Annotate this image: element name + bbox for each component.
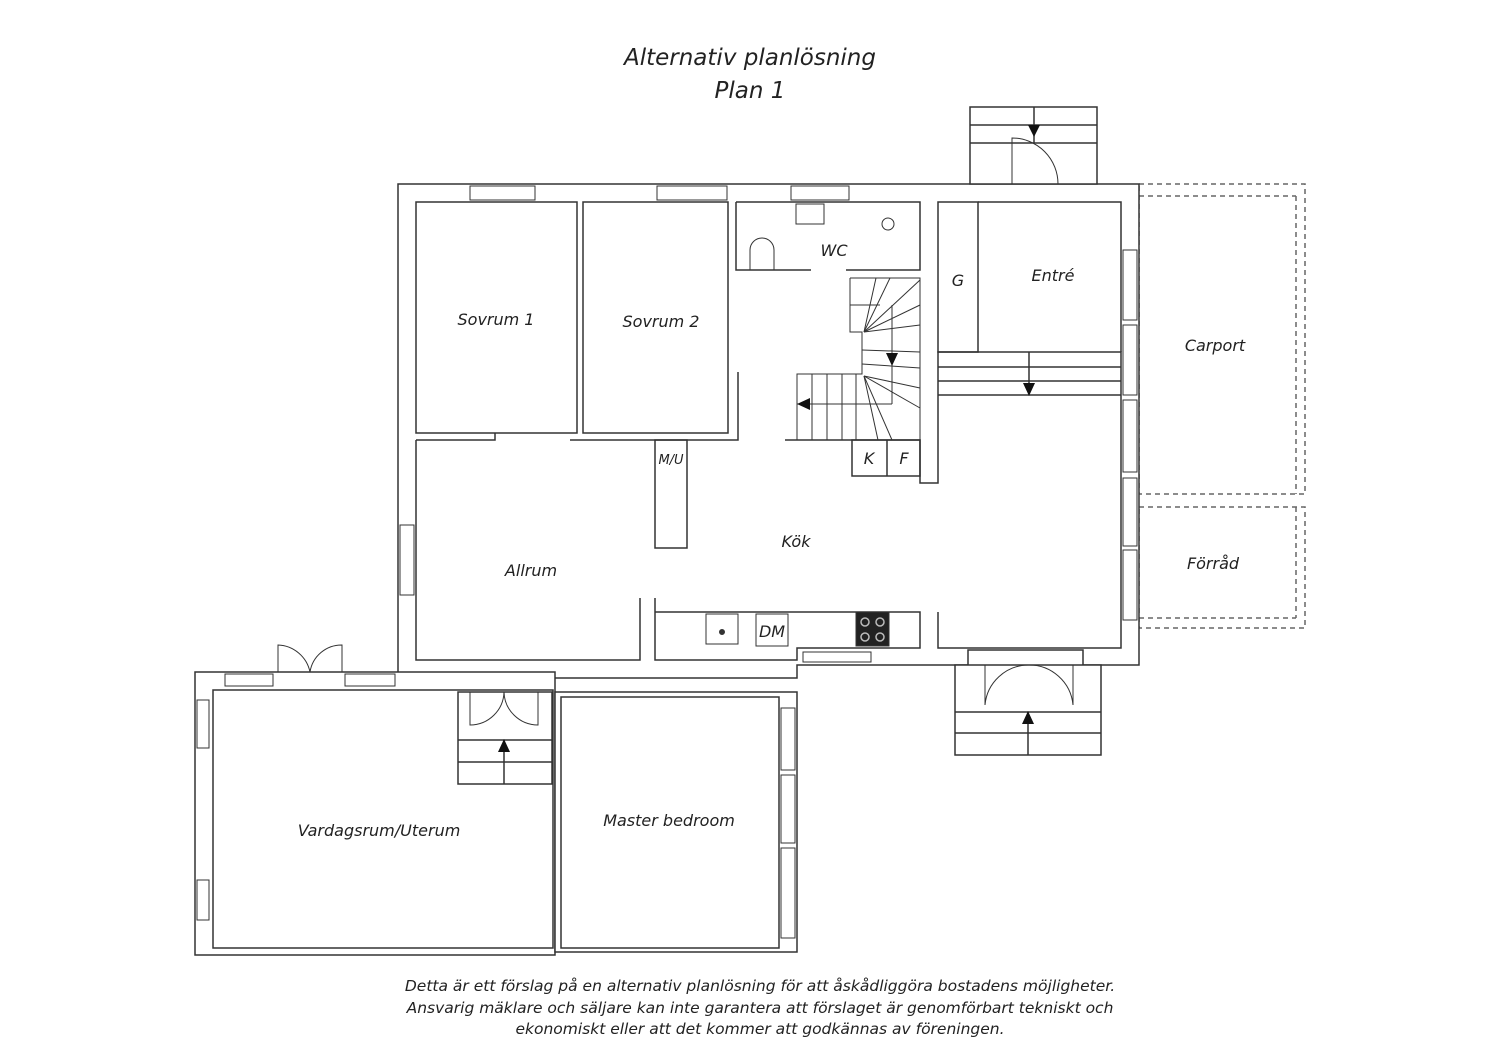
doors [277, 137, 1074, 726]
disclaimer-line: Ansvarig mäklare och säljare kan inte ga… [406, 998, 1114, 1017]
label-k: K [864, 449, 876, 468]
disclaimer: Detta är ett förslag på en alternativ pl… [300, 976, 1220, 1041]
label-dm: DM [759, 622, 785, 641]
label-f: F [899, 449, 909, 468]
label-vardagsrum: Vardagsrum/Uterum [298, 821, 461, 840]
kitchen-sink-icon [705, 613, 739, 645]
stove-icon [855, 611, 890, 647]
direction-arrows [498, 125, 1040, 752]
dishwasher [755, 613, 789, 647]
label-g: G [952, 271, 964, 290]
sink-icon [795, 203, 825, 225]
arrow-down-icon [1023, 383, 1035, 396]
arrow-down-icon [1028, 125, 1040, 137]
label-carport: Carport [1185, 336, 1246, 355]
disclaimer-line: Detta är ett förslag på en alternativ pl… [404, 977, 1116, 995]
label-entre: Entré [1032, 266, 1075, 285]
label-wc: WC [821, 241, 849, 260]
windows [196, 185, 1138, 949]
shower-icon [881, 217, 895, 231]
plan-title: Alternativ planlösning [623, 45, 876, 71]
arrow-left-icon [797, 398, 810, 410]
disclaimer-line: ekonomiskt eller att det kommer att godk… [515, 1020, 1005, 1038]
plan-subtitle: Plan 1 [714, 78, 786, 104]
room-vardagsrum [212, 689, 554, 949]
label-forrad: Förråd [1187, 554, 1240, 573]
room-sovrum2 [582, 201, 729, 434]
steps-back [457, 691, 553, 785]
label-allrum: Allrum [504, 561, 557, 580]
label-master-bedroom: Master bedroom [603, 811, 735, 830]
room-sovrum1 [415, 201, 578, 434]
arrow-down-icon [886, 353, 898, 366]
fixtures [705, 203, 895, 647]
label-sovrum1: Sovrum 1 [458, 310, 535, 329]
mu-cabinet [654, 439, 688, 549]
arrow-up-icon [498, 739, 510, 752]
label-sovrum2: Sovrum 2 [623, 312, 700, 331]
toilet-icon [749, 237, 775, 270]
label-mu: M/U [658, 453, 684, 468]
staircase [796, 277, 921, 441]
label-kok: Kök [782, 532, 812, 551]
arrow-up-icon [1022, 711, 1034, 724]
